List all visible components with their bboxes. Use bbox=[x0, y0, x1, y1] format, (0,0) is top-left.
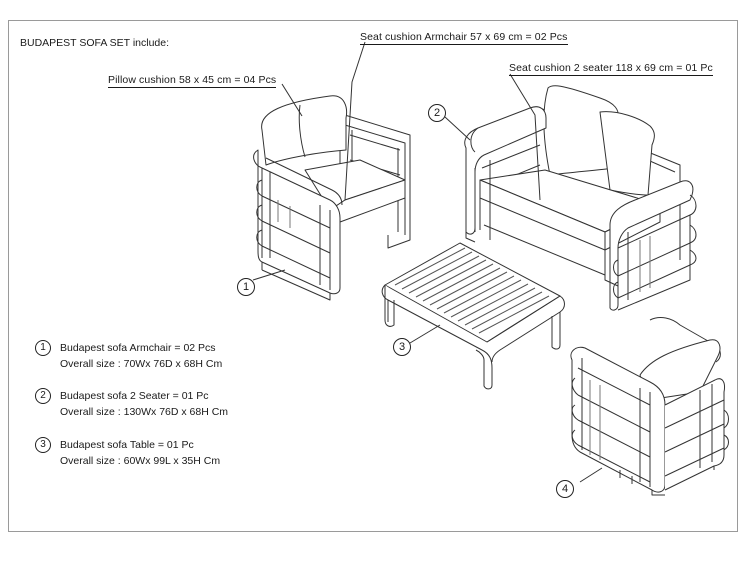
legend-number: 3 bbox=[35, 437, 51, 453]
legend-item-size: Overall size : 70Wx 76D x 68H Cm bbox=[60, 358, 223, 370]
callout-3: 3 bbox=[393, 338, 411, 356]
pillow-cushion-label: Pillow cushion 58 x 45 cm = 04 Pcs bbox=[108, 74, 277, 88]
armchair-4-drawing bbox=[570, 317, 729, 496]
legend-item-size: Overall size : 60Wx 99L x 35H Cm bbox=[60, 455, 221, 467]
table-drawing bbox=[381, 242, 565, 390]
legend-number: 1 bbox=[35, 340, 51, 356]
legend-number: 2 bbox=[35, 388, 51, 404]
legend-item-size: Overall size : 130Wx 76D x 68H Cm bbox=[60, 406, 229, 418]
seat-cushion-2-seater-label: Seat cushion 2 seater 118 x 69 cm = 01 P… bbox=[509, 62, 713, 76]
seat-cushion-armchair-label: Seat cushion Armchair 57 x 69 cm = 02 Pc… bbox=[360, 31, 568, 45]
legend-item-title: Budapest sofa 2 Seater = 01 Pc bbox=[60, 390, 209, 402]
legend-item-title: Budapest sofa Table = 01 Pc bbox=[60, 439, 194, 451]
legend-item-title: Budapest sofa Armchair = 02 Pcs bbox=[60, 342, 216, 354]
callout-4: 4 bbox=[556, 480, 574, 498]
armchair-1-drawing bbox=[253, 95, 411, 301]
drawing-title: BUDAPEST SOFA SET include: bbox=[20, 37, 170, 49]
callout-2: 2 bbox=[428, 104, 446, 122]
two-seater-drawing bbox=[464, 85, 697, 311]
callout-1: 1 bbox=[237, 278, 255, 296]
